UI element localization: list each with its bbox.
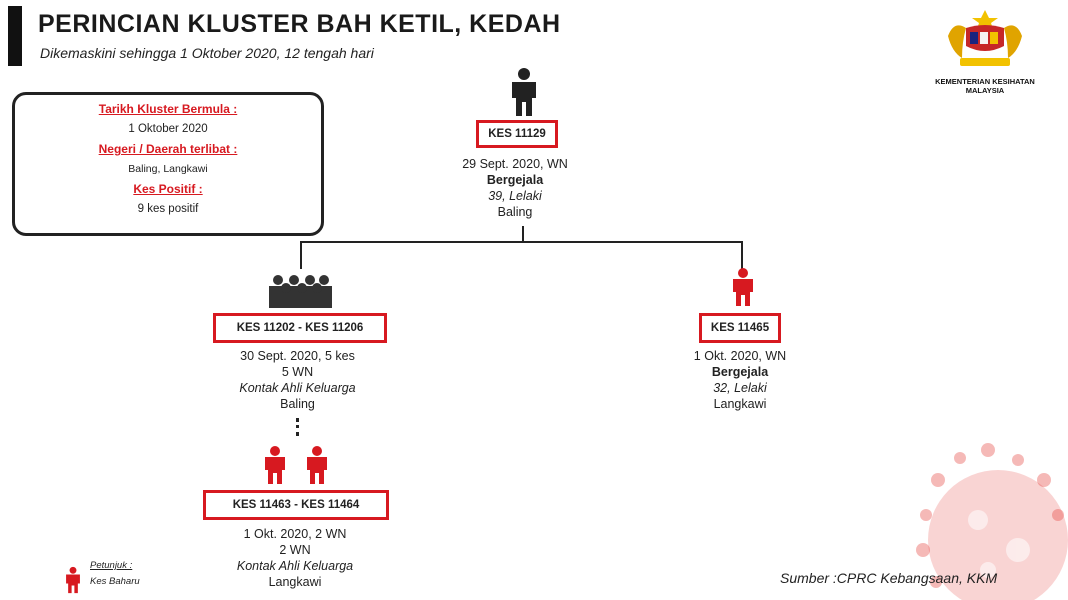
group-case-count: 5 WN: [281, 365, 314, 379]
area-label: Negeri / Daerah terlibat :: [98, 142, 238, 156]
right-case-status: Bergejala: [711, 365, 769, 379]
group-people-icon: [269, 275, 332, 308]
bottom-case-count: 2 WN: [279, 543, 311, 557]
case-box-root: KES 11129: [476, 120, 558, 148]
page-subtitle: Dikemaskini sehingga 1 Oktober 2020, 12 …: [40, 45, 374, 61]
connector-root-down: [522, 226, 524, 242]
root-case-date: 29 Sept. 2020, WN: [462, 157, 568, 171]
page-title: PERINCIAN KLUSTER BAH KETIL, KEDAH: [38, 10, 561, 38]
group-case-location: Baling: [280, 397, 315, 411]
group-case-relation: Kontak Ahli Keluarga: [239, 381, 356, 395]
group-case-date: 30 Sept. 2020, 5 kes: [240, 349, 355, 363]
connector-right-down: [741, 241, 743, 269]
area-value: Baling, Langkawi: [128, 163, 208, 175]
root-case-location: Baling: [497, 205, 533, 219]
start-date-value: 1 Oktober 2020: [128, 123, 208, 135]
bottom-case-details: 1 Okt. 2020, 2 WN 2 WN Kontak Ahli Kelua…: [205, 526, 385, 590]
case-box-bottom: KES 11463 - KES 11464: [203, 490, 389, 520]
group-case-details: 30 Sept. 2020, 5 kes 5 WN Kontak Ahli Ke…: [210, 348, 385, 412]
right-case-location: Langkawi: [713, 397, 767, 411]
virus-illustration-icon: [916, 443, 1068, 600]
bottom-case-date: 1 Okt. 2020, 2 WN: [243, 527, 347, 541]
case-box-group: KES 11202 - KES 11206: [213, 313, 387, 343]
new-case-person-icon: [265, 446, 285, 484]
cluster-info-box: Tarikh Kluster Bermula : 1 Oktober 2020 …: [12, 92, 324, 236]
root-case-details: 29 Sept. 2020, WN Bergejala 39, Lelaki B…: [420, 156, 610, 220]
new-case-person-icon: [307, 446, 327, 484]
connector-left-down: [300, 241, 302, 269]
coat-of-arms-icon: [948, 10, 1022, 66]
positive-label: Kes Positif :: [133, 182, 203, 196]
title-accent-bar: [8, 6, 22, 66]
legend-person-icon: [66, 566, 80, 594]
ministry-logo: KEMENTERIAN KESIHATAN MALAYSIA: [915, 6, 1055, 96]
ministry-name-line1: KEMENTERIAN KESIHATAN: [935, 77, 1035, 86]
positive-value: 9 kes positif: [137, 203, 199, 215]
bottom-case-location: Langkawi: [268, 575, 322, 589]
person-icon: [512, 68, 536, 116]
start-date-label: Tarikh Kluster Bermula :: [98, 102, 238, 116]
legend-label: Kes Baharu: [90, 576, 140, 587]
root-case-status: Bergejala: [486, 173, 544, 187]
ministry-name-line2: MALAYSIA: [965, 86, 1005, 95]
root-case-profile: 39, Lelaki: [488, 189, 542, 203]
bottom-case-relation: Kontak Ahli Keluarga: [236, 559, 354, 573]
new-case-person-icon: [733, 268, 753, 306]
connector-horizontal: [300, 241, 743, 243]
right-case-profile: 32, Lelaki: [713, 381, 767, 395]
right-case-date: 1 Okt. 2020, WN: [693, 349, 787, 363]
connector-dotted: [296, 418, 302, 436]
right-case-details: 1 Okt. 2020, WN Bergejala 32, Lelaki Lan…: [650, 348, 830, 412]
legend-title: Petunjuk :: [90, 560, 133, 571]
case-box-right: KES 11465: [699, 313, 781, 343]
source-note: Sumber :CPRC Kebangsaan, KKM: [780, 570, 998, 586]
